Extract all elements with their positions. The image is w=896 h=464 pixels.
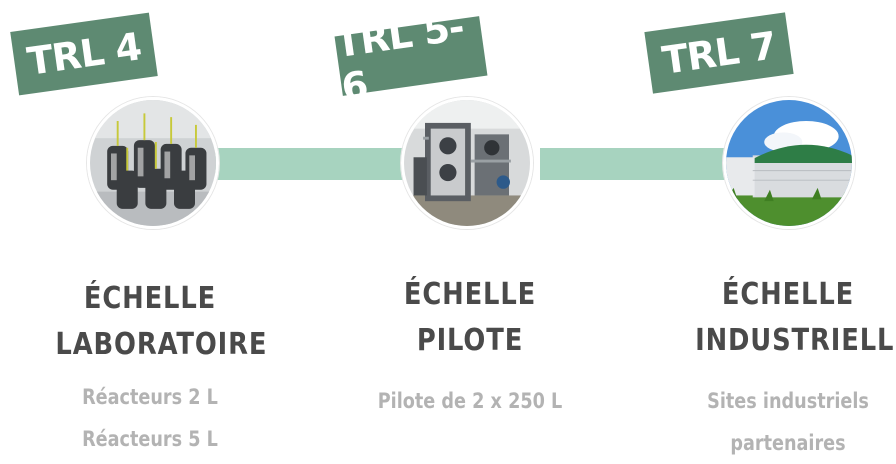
stage-heading: ÉCHELLE bbox=[721, 277, 855, 312]
stage-detail: Réacteurs 5 L bbox=[82, 427, 218, 451]
stage-heading: ÉCHELLE bbox=[83, 281, 217, 316]
laboratory-reactors-photo bbox=[87, 97, 219, 229]
stage-heading: LABORATOIRE bbox=[55, 327, 268, 362]
trl-tag: TRL 5-6 bbox=[333, 5, 488, 110]
stage-detail: Réacteurs 2 L bbox=[82, 385, 218, 409]
pilot-plant-photo bbox=[401, 97, 533, 229]
stage-detail: Sites industriels bbox=[707, 389, 869, 413]
trl-tag: TRL 7 bbox=[644, 12, 794, 94]
stage-heading: INDUSTRIELLE bbox=[695, 323, 896, 358]
connector-line bbox=[215, 148, 403, 180]
stage-detail: Pilote de 2 x 250 L bbox=[377, 389, 563, 413]
stage-detail: partenaires bbox=[730, 431, 846, 455]
connector-line bbox=[540, 148, 725, 180]
stage-heading: ÉCHELLE bbox=[403, 277, 537, 312]
stage-heading: PILOTE bbox=[416, 323, 524, 358]
industrial-digester-photo bbox=[723, 97, 855, 229]
trl-tag: TRL 4 bbox=[10, 12, 158, 96]
